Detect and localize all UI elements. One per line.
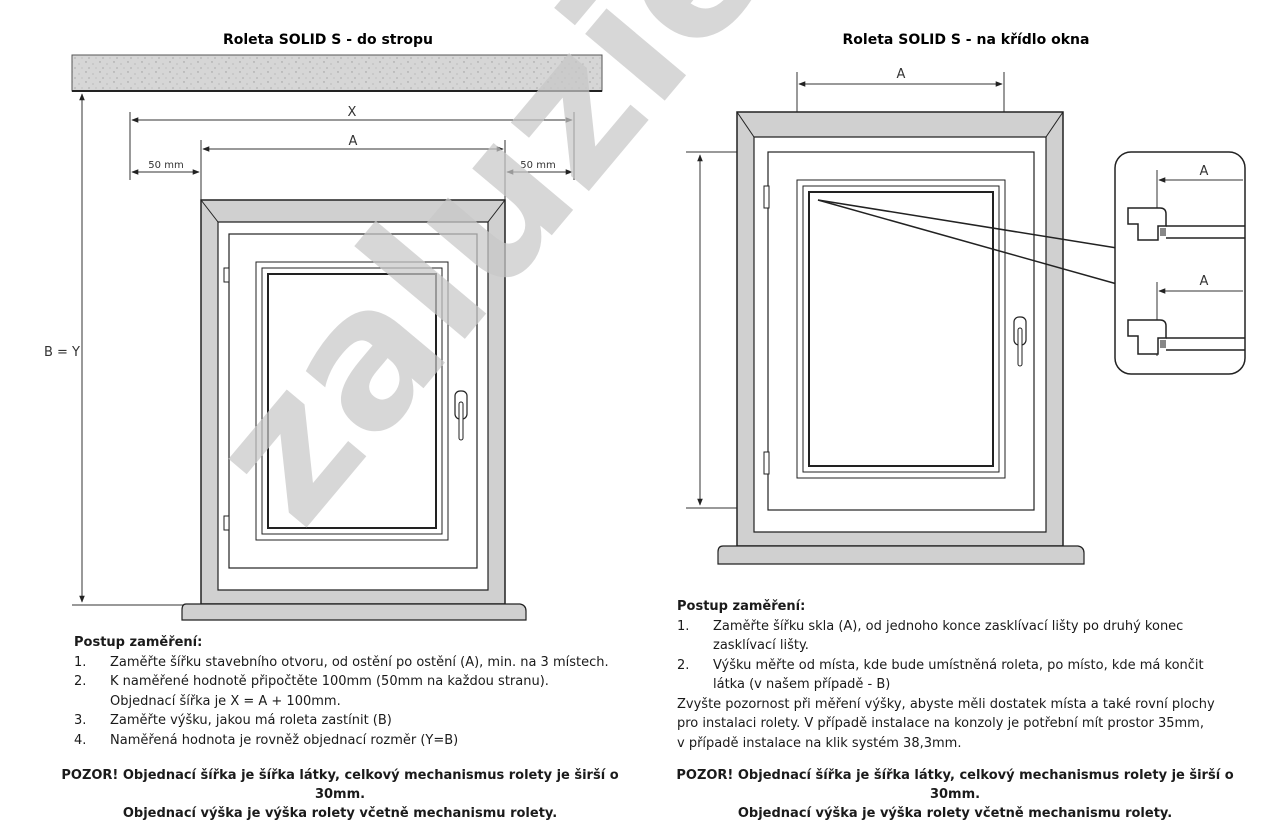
right-warning-line-2: Objednací výška je výška rolety včetně m… [737, 806, 1173, 821]
detail-callout: A A [1114, 151, 1246, 375]
step-text-line: Objednací šířka je X = A + 100mm. [110, 693, 341, 709]
step-text: K naměřené hodnotě připočtěte 100mm (50m… [110, 672, 634, 711]
right-window [717, 111, 1085, 565]
left-step-3: 3. Zaměřte výšku, jakou má roleta zastíni… [74, 711, 634, 731]
step-number: 4. [74, 732, 87, 748]
left-steps-list: 1. Zaměřte šířku stavebního otvoru, od os… [74, 653, 634, 751]
ceiling [71, 54, 603, 92]
dim-margin-left-label: 50 mm [148, 160, 183, 171]
left-step-2: 2. K naměřené hodnotě připočtěte 100mm (5… [74, 672, 634, 711]
dim-margin-right: 50 mm [506, 160, 573, 175]
right-note: Zvyšte pozornost při měření výšky, abyst… [677, 695, 1237, 754]
dim-height-label: B = Y [44, 345, 80, 360]
step-text-line: Zaměřte výšku, jakou má roleta zastínit … [110, 713, 392, 728]
right-note-line-1: Zvyšte pozornost při měření výšky, abyst… [677, 696, 1215, 712]
step-text: Zaměřte výšku, jakou má roleta zastínit … [110, 711, 634, 731]
right-procedure-title: Postup zaměření: [677, 599, 806, 614]
right-warning-line-1: POZOR! Objednací šířka je šířka látky, c… [676, 768, 1234, 802]
right-warning: POZOR! Objednací šířka je šířka látky, c… [655, 766, 1255, 823]
left-warning-line-1: POZOR! Objednací šířka je šířka látky, c… [61, 768, 619, 802]
left-warning-line-2: Objednací výška je výška rolety včetně m… [122, 806, 558, 821]
left-step-4: 4. Naměřená hodnota je rovněž objednací r… [74, 731, 634, 751]
step-text-line: K naměřené hodnotě připočtěte 100mm (50m… [110, 674, 549, 689]
left-procedure-title: Postup zaměření: [74, 635, 203, 650]
dim-margin-right-label: 50 mm [520, 160, 555, 171]
step-text-line: Výšku měřte od místa, kde bude umístněná… [713, 657, 1204, 673]
left-title: Roleta SOLID S - do stropu [223, 32, 433, 48]
step-text: Naměřená hodnota je rovněž objednací roz… [110, 731, 634, 751]
right-step-1: 1. Zaměřte šířku skla (A), od jednoho kon… [677, 617, 1237, 656]
step-text-line: Zaměřte šířku skla (A), od jednoho konce… [713, 618, 1184, 634]
step-number: 3. [74, 713, 87, 728]
step-text-line: Naměřená hodnota je rovněž objednací roz… [110, 732, 459, 748]
step-number: 2. [677, 657, 690, 673]
dim-x: X [129, 105, 575, 180]
dim-margin-left: 50 mm [131, 160, 200, 175]
step-text: Zaměřte šířku skla (A), od jednoho konce… [713, 617, 1237, 656]
step-number: 1. [677, 618, 690, 634]
right-diagram: Roleta SOLID S - na křídlo okna A [686, 32, 1246, 565]
dim-height: B = Y [44, 93, 200, 606]
step-number: 1. [74, 654, 87, 670]
right-steps-list: 1. Zaměřte šířku skla (A), od jednoho kon… [677, 617, 1237, 695]
right-procedure: Postup zaměření: 1. Zaměřte šířku skla (A… [677, 597, 1237, 753]
left-procedure: Postup zaměření: 1. Zaměřte šířku stavebn… [74, 633, 634, 750]
right-step-2: 2. Výšku měřte od místa, kde bude umístně… [677, 656, 1237, 695]
left-window [181, 199, 527, 621]
dim-a: A [200, 134, 506, 200]
left-step-1: 1. Zaměřte šířku stavebního otvoru, od os… [74, 653, 634, 673]
step-text-line: zasklívací lišty. [713, 638, 809, 653]
right-note-line-2: pro instalaci rolety. V případě instalac… [677, 716, 1204, 731]
step-text: Zaměřte šířku stavebního otvoru, od ostě… [110, 653, 634, 673]
step-text-line: Zaměřte šířku stavebního otvoru, od ostě… [110, 654, 609, 670]
dim-x-label: X [348, 105, 357, 120]
detail-bottom-label: A [1200, 274, 1209, 289]
dim-a-right-label: A [897, 67, 906, 82]
right-note-line-3: v případě instalace na klik systém 38,3m… [677, 735, 962, 751]
left-diagram: Roleta SOLID S - do stropu X A 50 mm 50 … [44, 32, 603, 621]
dim-a-label: A [349, 134, 358, 149]
step-text-line: látka (v našem případě - B) [713, 677, 891, 692]
step-number: 2. [74, 674, 87, 689]
left-warning: POZOR! Objednací šířka je šířka látky, c… [40, 766, 640, 823]
detail-top-label: A [1200, 164, 1209, 179]
right-title: Roleta SOLID S - na křídlo okna [843, 32, 1090, 48]
step-text: Výšku měřte od místa, kde bude umístněná… [713, 656, 1237, 695]
